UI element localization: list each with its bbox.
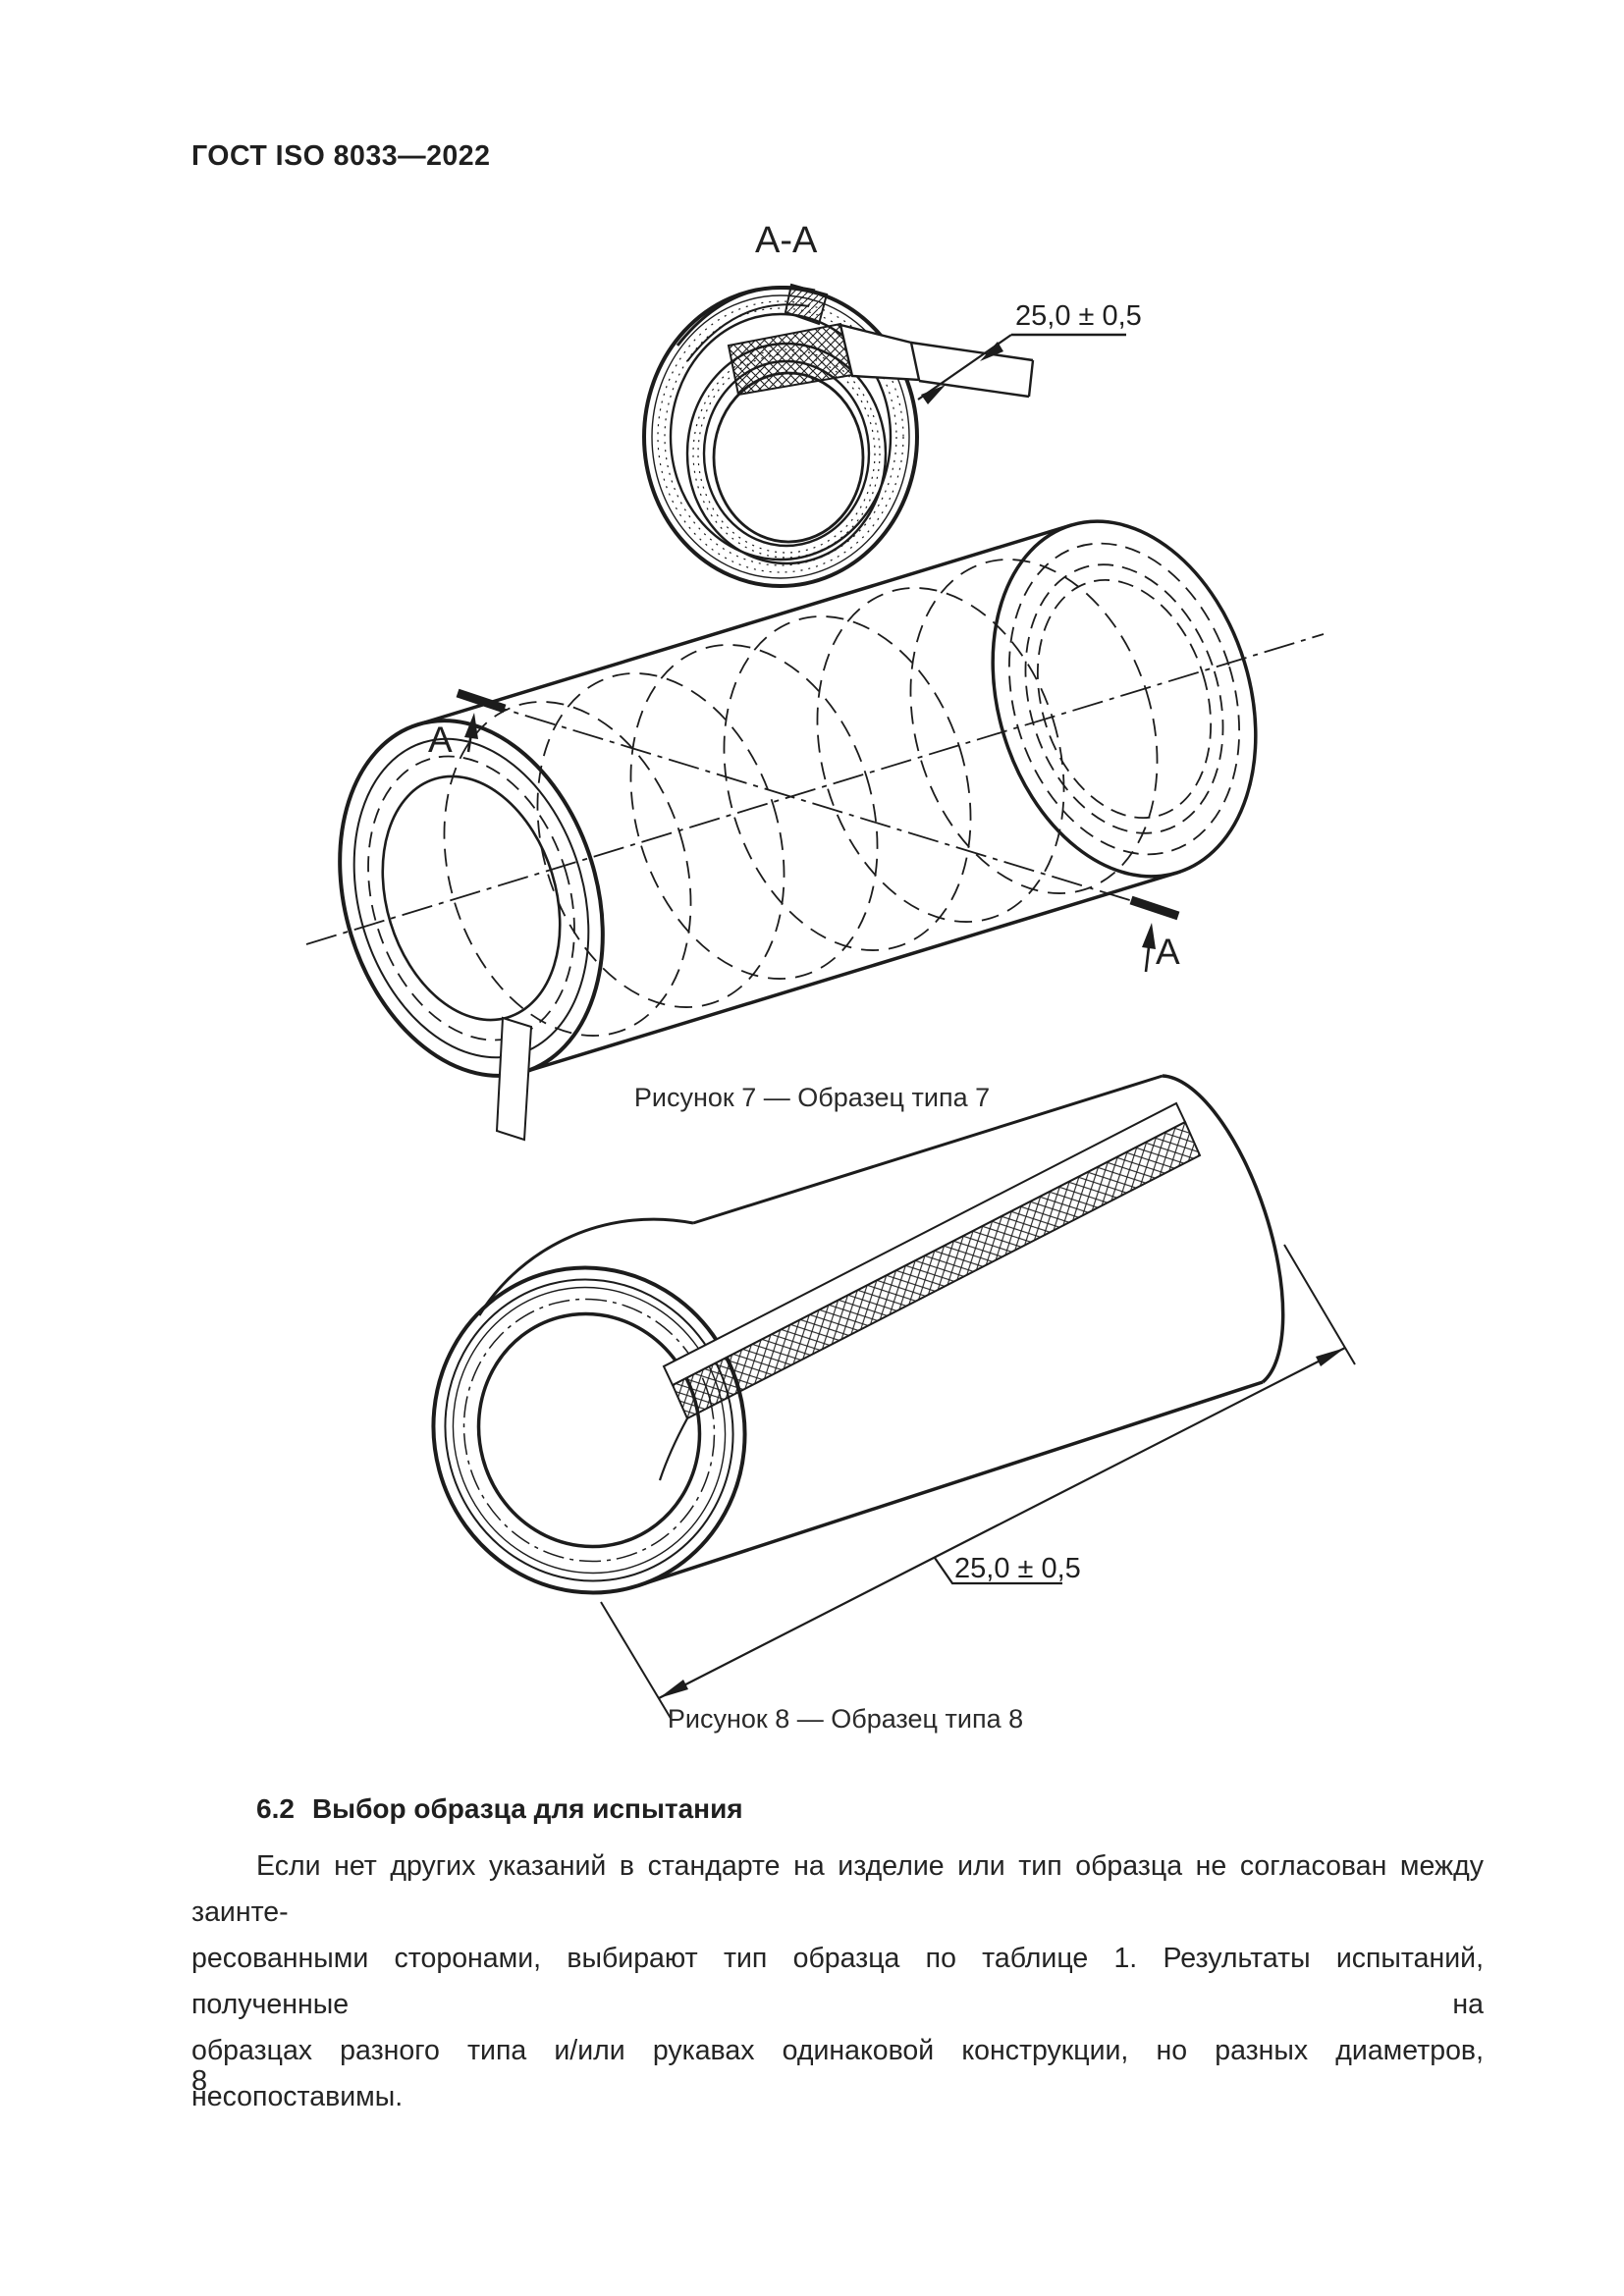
cut-marker-left <box>456 688 507 753</box>
paragraph-line: Если нет других указаний в стандарте на … <box>191 1850 1484 1928</box>
hose-sample-type8 <box>431 1074 1356 1721</box>
strip-edges <box>910 341 1035 399</box>
figure-8-drawing <box>431 1074 1356 1721</box>
dimension-lines-f8 <box>600 1244 1356 1721</box>
strip-near-tip <box>658 1417 688 1481</box>
section-view-title: А-А <box>755 220 818 261</box>
cut-plane-trace <box>476 700 1160 910</box>
section-number: 6.2 <box>256 1793 295 1824</box>
page-number: 8 <box>191 2065 208 2097</box>
cut-marker-right <box>1129 895 1180 973</box>
hose-cylinder <box>305 519 1325 1142</box>
axis-line <box>305 633 1325 945</box>
spiral-reinforcement <box>443 559 1159 1037</box>
dimension-leader-aa <box>917 333 1126 404</box>
body-paragraph: Если нет других указаний в стандарте на … <box>191 1843 1484 2120</box>
hatched-cut-face <box>727 322 854 397</box>
figure-7-drawing <box>305 519 1325 1142</box>
figure-7-caption: Рисунок 7 — Образец типа 7 <box>633 1083 991 1112</box>
coiled-ring-cross-section <box>642 283 1126 588</box>
far-end-cap <box>1162 1074 1285 1384</box>
section-title: Выбор образца для испытания <box>311 1793 743 1824</box>
hatched-strip <box>671 1120 1202 1420</box>
dimension-label-aa: 25,0 ± 0,5 <box>1015 300 1142 332</box>
dimension-label-f8: 25,0 ± 0,5 <box>954 1553 1081 1584</box>
cut-plane-label-right: А <box>1156 932 1180 972</box>
running-header: ГОСТ ISO 8033—2022 <box>191 140 491 172</box>
cut-tab <box>495 1016 533 1142</box>
near-end-face <box>431 1265 747 1595</box>
strip-top-face <box>662 1101 1187 1387</box>
strip-end-face <box>839 323 921 382</box>
section-heading: 6.2 Выбор образца для испытания <box>256 1793 743 1825</box>
paragraph-line: образцах разного типа и/или рукавах один… <box>191 2035 1484 2112</box>
figure-8-caption: Рисунок 8 — Образец типа 8 <box>667 1704 1024 1734</box>
paragraph-line: ресованными сторонами, выбирают тип обра… <box>191 1943 1484 2020</box>
flap-hatched-tip <box>784 283 829 326</box>
figure-aa-drawing <box>642 283 1126 588</box>
